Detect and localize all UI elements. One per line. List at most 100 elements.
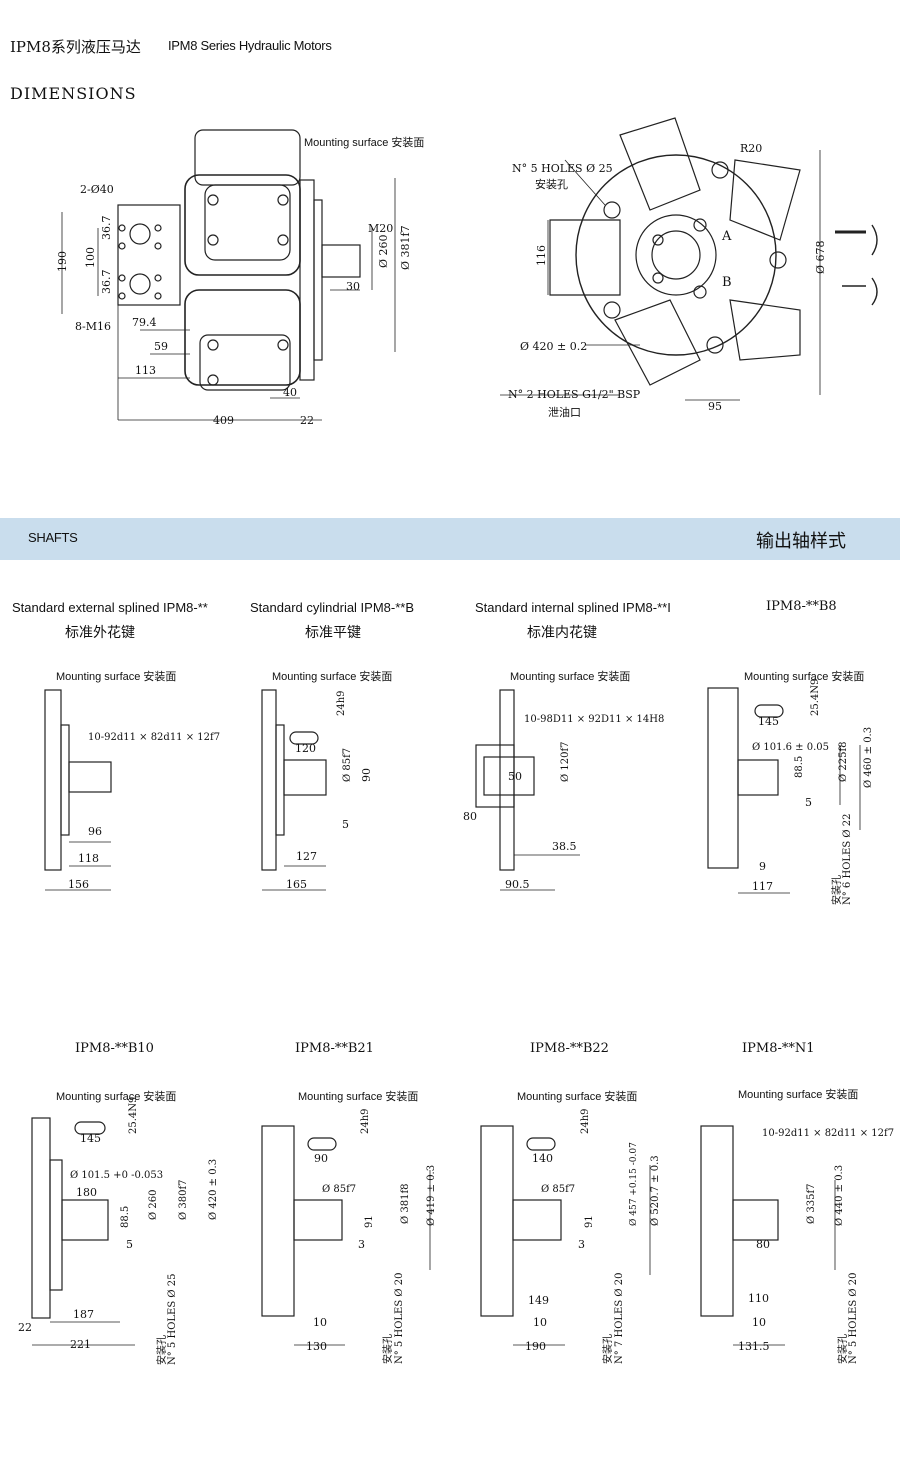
shaft-7-phi520: Ø 520.7 ± 0.3	[650, 1155, 661, 1226]
shaft-6-phi419: Ø 419 ± 0.3	[426, 1165, 437, 1226]
shaft-5-holes-cn: 安装孔	[155, 1335, 168, 1365]
shaft-8-title: IPM8-**N1	[742, 1041, 815, 1056]
page-title: IPM8系列液压马达	[10, 38, 141, 56]
shaft-8-d80: 80	[756, 1238, 770, 1251]
shaft-1-drawing	[44, 689, 112, 891]
shaft-8-d110: 110	[748, 1292, 769, 1305]
shaft-6-d130: 130	[306, 1340, 327, 1353]
shaft-7-holes: N° 7 HOLES Ø 20	[614, 1273, 625, 1364]
shaft-6-title: IPM8-**B21	[295, 1041, 374, 1056]
phi-260: Ø 260	[377, 234, 390, 268]
shaft-1-d118: 118	[78, 852, 99, 865]
shaft-6-24h9: 24h9	[360, 1108, 371, 1134]
shaft-4-drawing	[707, 687, 861, 894]
shaft-3-d80: 80	[463, 810, 477, 823]
shaft-2-24h9: 24h9	[336, 690, 347, 716]
shaft-8-d10: 10	[752, 1316, 766, 1329]
dim-40: 40	[283, 386, 297, 399]
shaft-5-d22: 22	[18, 1321, 32, 1334]
shaft-7-d149: 149	[528, 1294, 549, 1307]
shaft-6-d3: 3	[358, 1238, 365, 1251]
dim-95: 95	[708, 400, 722, 413]
shaft-4-d145: 145	[758, 715, 779, 728]
dim-36-bottom: 36.7	[100, 270, 113, 295]
shaft-7-holes-cn: 安装孔	[601, 1334, 614, 1364]
shaft-1-mount: Mounting surface 安装面	[56, 669, 176, 683]
shaft-5-holes: N° 5 HOLES Ø 25	[167, 1274, 178, 1365]
shaft-4-d88: 88.5	[794, 756, 805, 778]
dim-116: 116	[535, 245, 548, 266]
shaft-5-phi420: Ø 420 ± 0.3	[208, 1159, 219, 1220]
shafts-section-band: SHAFTS 输出轴样式	[0, 518, 900, 560]
shaft-6-mount: Mounting surface 安装面	[298, 1089, 418, 1103]
shaft-5-phi101: Ø 101.5 +0 -0.053	[70, 1170, 163, 1181]
shaft-5-d187: 187	[73, 1308, 94, 1321]
shaft-7-d10: 10	[533, 1316, 547, 1329]
shaft-4-d117: 117	[752, 880, 773, 893]
shafts-label-cn: 输出轴样式	[756, 531, 846, 552]
holes-40-label: 2-Ø40	[80, 183, 114, 196]
shaft-1-d156: 156	[68, 878, 89, 891]
shaft-5-phi380: Ø 380f7	[178, 1179, 189, 1220]
front-view-motor	[549, 117, 801, 386]
shaft-2-d5: 5	[342, 818, 349, 831]
shaft-6-holes: N° 5 HOLES Ø 20	[394, 1273, 405, 1364]
shaft-2-title: Standard cylindrial IPM8-**B	[250, 600, 414, 615]
shaft-4-phi101: Ø 101.6 ± 0.05	[752, 742, 829, 753]
shaft-3-d90: 90.5	[505, 878, 530, 891]
shaft-7-d3: 3	[578, 1238, 585, 1251]
shaft-1-subtitle: 标准外花键	[65, 625, 135, 641]
dim-409: 409	[213, 414, 234, 427]
shaft-6-d90: 90	[314, 1152, 328, 1165]
m20-label: M20	[368, 222, 393, 235]
phi-420: Ø 420 ± 0.2	[520, 340, 587, 353]
shaft-6-phi381: Ø 381f8	[400, 1183, 411, 1224]
shafts-label: SHAFTS	[28, 530, 78, 545]
shaft-2-d127: 127	[296, 850, 317, 863]
port-b: B	[722, 275, 732, 290]
shaft-7-phi457: Ø 457 +0.15 -0.07	[628, 1142, 639, 1226]
shaft-8-holes: N° 5 HOLES Ø 20	[848, 1273, 859, 1364]
shaft-2-subtitle: 标准平键	[305, 625, 361, 641]
shaft-3-d50: 50	[508, 770, 522, 783]
shaft-5-title: IPM8-**B10	[75, 1041, 154, 1056]
m16-label: 8-M16	[75, 320, 111, 333]
side-view-motor	[117, 129, 361, 391]
shaft-3-d38: 38.5	[552, 840, 577, 853]
shaft-7-d190: 190	[525, 1340, 546, 1353]
port-a: A	[721, 229, 732, 244]
side-view-dimension-lines	[61, 142, 396, 421]
page-subtitle: IPM8 Series Hydraulic Motors	[168, 38, 332, 53]
shaft-3-spline: 10-98D11 × 92D11 × 14H8	[524, 714, 664, 725]
shaft-5-phi260: Ø 260	[148, 1190, 159, 1220]
shaft-6-phi85: Ø 85f7	[322, 1184, 356, 1195]
shaft-5-254: 25.4N9	[128, 1097, 139, 1134]
shaft-4-holes-cn: 安装孔	[830, 875, 843, 905]
shaft-8-drawing	[700, 1125, 836, 1346]
shaft-4-d5: 5	[805, 796, 812, 809]
shaft-5-d5: 5	[126, 1238, 133, 1251]
shaft-2-mount: Mounting surface 安装面	[272, 669, 392, 683]
dim-30: 30	[346, 280, 360, 293]
shaft-4-mount: Mounting surface 安装面	[744, 669, 864, 683]
dim-36-top: 36.7	[100, 216, 113, 241]
dim-22: 22	[300, 414, 314, 427]
shaft-5-mount: Mounting surface 安装面	[56, 1089, 176, 1103]
shaft-4-phi460: Ø 460 ± 0.3	[863, 727, 874, 788]
shaft-6-drawing	[261, 1125, 431, 1346]
dim-190: 190	[56, 251, 69, 272]
shaft-6-holes-cn: 安装孔	[381, 1334, 394, 1364]
r20-label: R20	[740, 142, 762, 155]
shaft-1-d96: 96	[88, 825, 102, 838]
shaft-3-title: Standard internal splined IPM8-**I	[475, 600, 671, 615]
shaft-6-d91: 91	[364, 1215, 375, 1228]
shaft-4-d9: 9	[759, 860, 766, 873]
shaft-1-title: Standard external splined IPM8-**	[12, 600, 208, 615]
dim-113: 113	[135, 364, 156, 377]
dim-100: 100	[84, 247, 97, 268]
shaft-2-d120: 120	[295, 742, 316, 755]
phi-381: Ø 381f7	[399, 225, 412, 270]
dim-59: 59	[154, 340, 168, 353]
dim-79: 79.4	[132, 316, 157, 329]
